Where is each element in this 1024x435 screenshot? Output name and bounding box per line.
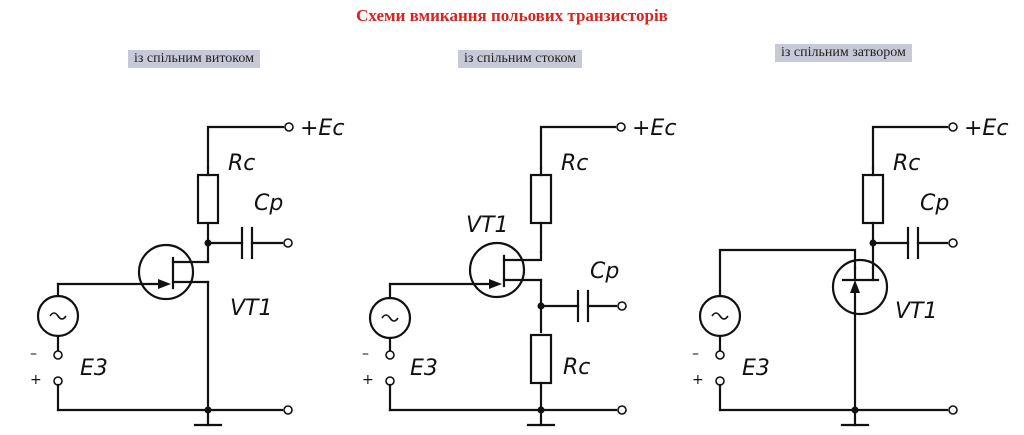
bias-terminal-plus: [715, 376, 725, 386]
supply-label: +Ec: [964, 116, 1008, 141]
resistor-bottom-label: Rc: [563, 355, 590, 380]
circuit-label-common-gate: із спільним затвором: [775, 44, 912, 62]
supply-label: +Ec: [300, 116, 344, 141]
supply-terminal: [948, 122, 958, 132]
bias-terminal-minus: [715, 350, 725, 360]
junction-node: [537, 406, 545, 414]
ground-terminal: [948, 405, 958, 415]
bias-source-label: E3: [410, 356, 438, 381]
bias-terminal-plus: [385, 376, 395, 386]
junction-node: [204, 406, 212, 414]
drain-resistor: [861, 173, 885, 225]
bias-terminal-minus: [53, 350, 63, 360]
supply-wire: [206, 125, 285, 170]
drain-lead: [502, 250, 543, 262]
supply-terminal: [284, 122, 294, 132]
gate-arrow: [489, 279, 502, 289]
output-terminal: [617, 301, 627, 311]
minus-sign: –: [362, 346, 369, 362]
circuit-label-common-drain: із спільним стоком: [458, 50, 583, 68]
plus-sign: +: [362, 372, 374, 388]
supply-label: +Ec: [632, 116, 676, 141]
transistor-label: VT1: [230, 296, 273, 321]
ground-terminal: [283, 405, 293, 415]
supply-wire: [539, 125, 617, 170]
bias-terminal-minus: [385, 350, 395, 360]
sine-icon: [381, 314, 399, 322]
transistor-label: VT1: [466, 213, 509, 238]
source-resistor: [529, 333, 553, 385]
circuit-common-gate: +Ec Rc Cp VT1 – +: [692, 116, 1008, 427]
drain-resistor: [196, 173, 220, 225]
capacitor-label: Cp: [920, 191, 949, 216]
circuit-common-drain: +Ec Rc VT1 Cp Rc: [362, 116, 676, 427]
resistor-top-label: Rc: [561, 151, 588, 176]
transistor-body: [831, 258, 889, 316]
transistor-label: VT1: [895, 299, 938, 324]
sine-icon: [711, 312, 729, 320]
minus-sign: –: [692, 346, 699, 362]
bias-source-label: E3: [80, 356, 108, 381]
plus-sign: +: [30, 372, 42, 388]
resistor-label: Rc: [893, 151, 920, 176]
drain-resistor: [529, 173, 553, 225]
output-terminal: [283, 238, 293, 248]
output-terminal: [948, 238, 958, 248]
sine-icon: [49, 312, 67, 320]
supply-wire: [871, 125, 949, 170]
transistor-body: [137, 243, 195, 301]
bias-source-label: E3: [742, 356, 770, 381]
input-wire: [718, 248, 857, 298]
circuit-common-source: +Ec Rc Cp VT1 – +: [30, 116, 344, 427]
resistor-label: Rc: [228, 151, 255, 176]
gate-arrow: [158, 279, 171, 289]
plus-sign: +: [692, 372, 704, 388]
transistor-body: [468, 241, 526, 299]
minus-sign: –: [30, 346, 37, 362]
supply-terminal: [616, 122, 626, 132]
circuit-label-common-source: із спільним витоком: [128, 50, 260, 68]
page-title: Схеми вмикання польових транзисторів: [356, 6, 668, 25]
ground-terminal: [617, 405, 627, 415]
capacitor-label: Cp: [254, 191, 283, 216]
gate-arrow: [850, 280, 860, 293]
capacitor-label: Cp: [590, 259, 619, 284]
junction-node: [851, 406, 859, 414]
bias-terminal-plus: [53, 376, 63, 386]
